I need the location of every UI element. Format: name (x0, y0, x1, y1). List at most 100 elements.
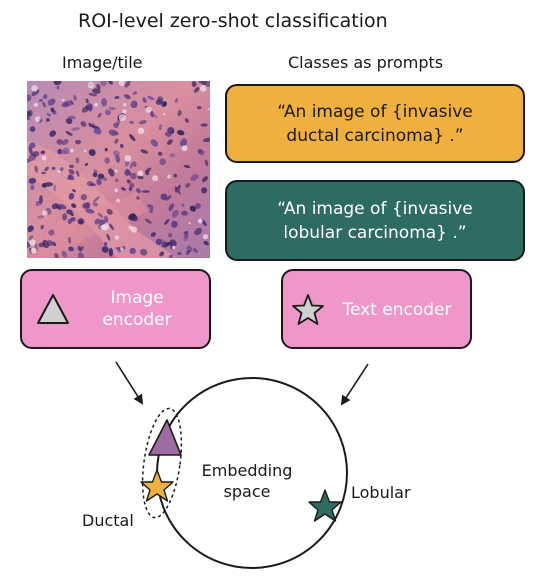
cell-nucleus (120, 187, 127, 191)
cell-nucleus (138, 120, 147, 125)
cell-nucleus (200, 123, 208, 127)
tissue-gap (94, 102, 98, 107)
cell-nucleus (185, 182, 191, 188)
cell-nucleus (147, 204, 151, 208)
cell-nucleus (88, 122, 92, 128)
triangle-icon (37, 294, 69, 324)
cell-nucleus (52, 241, 57, 247)
tissue-gap (200, 85, 207, 92)
cell-nucleus (129, 162, 134, 169)
cell-nucleus (108, 106, 116, 111)
cell-nucleus (175, 186, 181, 195)
cell-nucleus (158, 124, 163, 128)
prompt-box-ductal: “An image of {invasive ductal carcinoma}… (225, 84, 525, 163)
cell-nucleus (169, 153, 176, 158)
tissue-gap (114, 235, 120, 240)
cell-nucleus (27, 225, 34, 233)
tissue-gap (102, 223, 110, 231)
cell-nucleus (46, 118, 50, 122)
cell-nucleus (88, 104, 93, 112)
image-column-label: Image/tile (62, 53, 143, 72)
cell-nucleus (104, 109, 111, 116)
prompt-box-lobular: “An image of {invasive lobular carcinoma… (225, 180, 525, 261)
cell-nucleus (119, 143, 124, 149)
cell-nucleus (49, 130, 57, 137)
cell-nucleus (48, 229, 55, 236)
cell-nucleus (30, 184, 35, 191)
cell-nucleus (67, 174, 75, 181)
cell-nucleus (68, 236, 72, 244)
tissue-gap (137, 170, 144, 177)
cell-nucleus (142, 97, 147, 103)
cell-nucleus (96, 83, 101, 90)
image-encoder-label-line2: encoder (102, 310, 172, 330)
cell-nucleus (129, 247, 136, 255)
cell-nucleus (155, 238, 163, 246)
cell-nucleus (28, 146, 33, 156)
cell-nucleus (164, 218, 170, 225)
tissue-gap (114, 188, 119, 193)
cell-nucleus (71, 127, 81, 131)
cell-nucleus (100, 81, 107, 87)
image-encoder-box: Image encoder (20, 269, 211, 349)
cell-nucleus (62, 213, 68, 221)
cell-nucleus (75, 157, 80, 164)
cell-nucleus (150, 232, 156, 237)
cell-nucleus (192, 81, 196, 85)
cell-nucleus (141, 190, 150, 193)
tissue-gap (124, 154, 132, 162)
prompts-column-label: Classes as prompts (288, 53, 444, 72)
tissue-gap (181, 145, 188, 152)
cell-nucleus (197, 148, 203, 154)
cell-nucleus (159, 251, 165, 257)
cell-nucleus (27, 158, 31, 163)
cell-nucleus (192, 248, 198, 253)
tissue-gap (30, 247, 37, 254)
cell-nucleus (75, 170, 80, 177)
cell-nucleus (139, 248, 148, 256)
cell-nucleus (104, 157, 111, 164)
cell-nucleus (129, 120, 135, 124)
cell-nucleus (65, 118, 73, 124)
cell-nucleus (130, 172, 137, 180)
cell-nucleus (88, 93, 98, 97)
ductal-star-icon (140, 469, 174, 502)
tissue-gap (137, 127, 145, 134)
tissue-gap (31, 85, 38, 92)
cell-nucleus (93, 196, 100, 203)
cell-nucleus (177, 251, 182, 256)
cell-nucleus (128, 213, 136, 221)
cell-nucleus (171, 209, 179, 218)
lobular-star-icon (308, 489, 342, 522)
tissue-gap (130, 226, 138, 233)
cell-nucleus (61, 250, 67, 258)
cell-nucleus (101, 97, 107, 107)
tissue-gap (188, 221, 191, 225)
cell-nucleus (108, 223, 115, 231)
star-icon (292, 294, 324, 325)
tissue-gap (42, 210, 48, 216)
tissue-gap (29, 239, 36, 246)
cell-nucleus (129, 134, 136, 142)
cell-nucleus (92, 172, 98, 178)
tissue-gap (116, 198, 120, 203)
cell-nucleus (46, 112, 51, 117)
cell-nucleus (64, 100, 74, 107)
cell-nucleus (42, 101, 47, 108)
tissue-gap (172, 245, 176, 249)
cell-nucleus (171, 130, 175, 134)
cell-nucleus (189, 205, 197, 212)
cell-nucleus (158, 127, 162, 131)
cell-nucleus (35, 201, 40, 207)
cell-nucleus (106, 208, 113, 215)
cell-nucleus (38, 98, 43, 102)
cell-nucleus (50, 107, 55, 113)
cell-nucleus (167, 139, 173, 145)
cell-nucleus (104, 148, 108, 152)
cell-nucleus (47, 98, 56, 106)
cell-nucleus (40, 150, 46, 155)
cell-nucleus (37, 215, 45, 219)
tissue-gap (41, 155, 47, 161)
cell-nucleus (204, 81, 210, 87)
cell-nucleus (113, 130, 119, 136)
